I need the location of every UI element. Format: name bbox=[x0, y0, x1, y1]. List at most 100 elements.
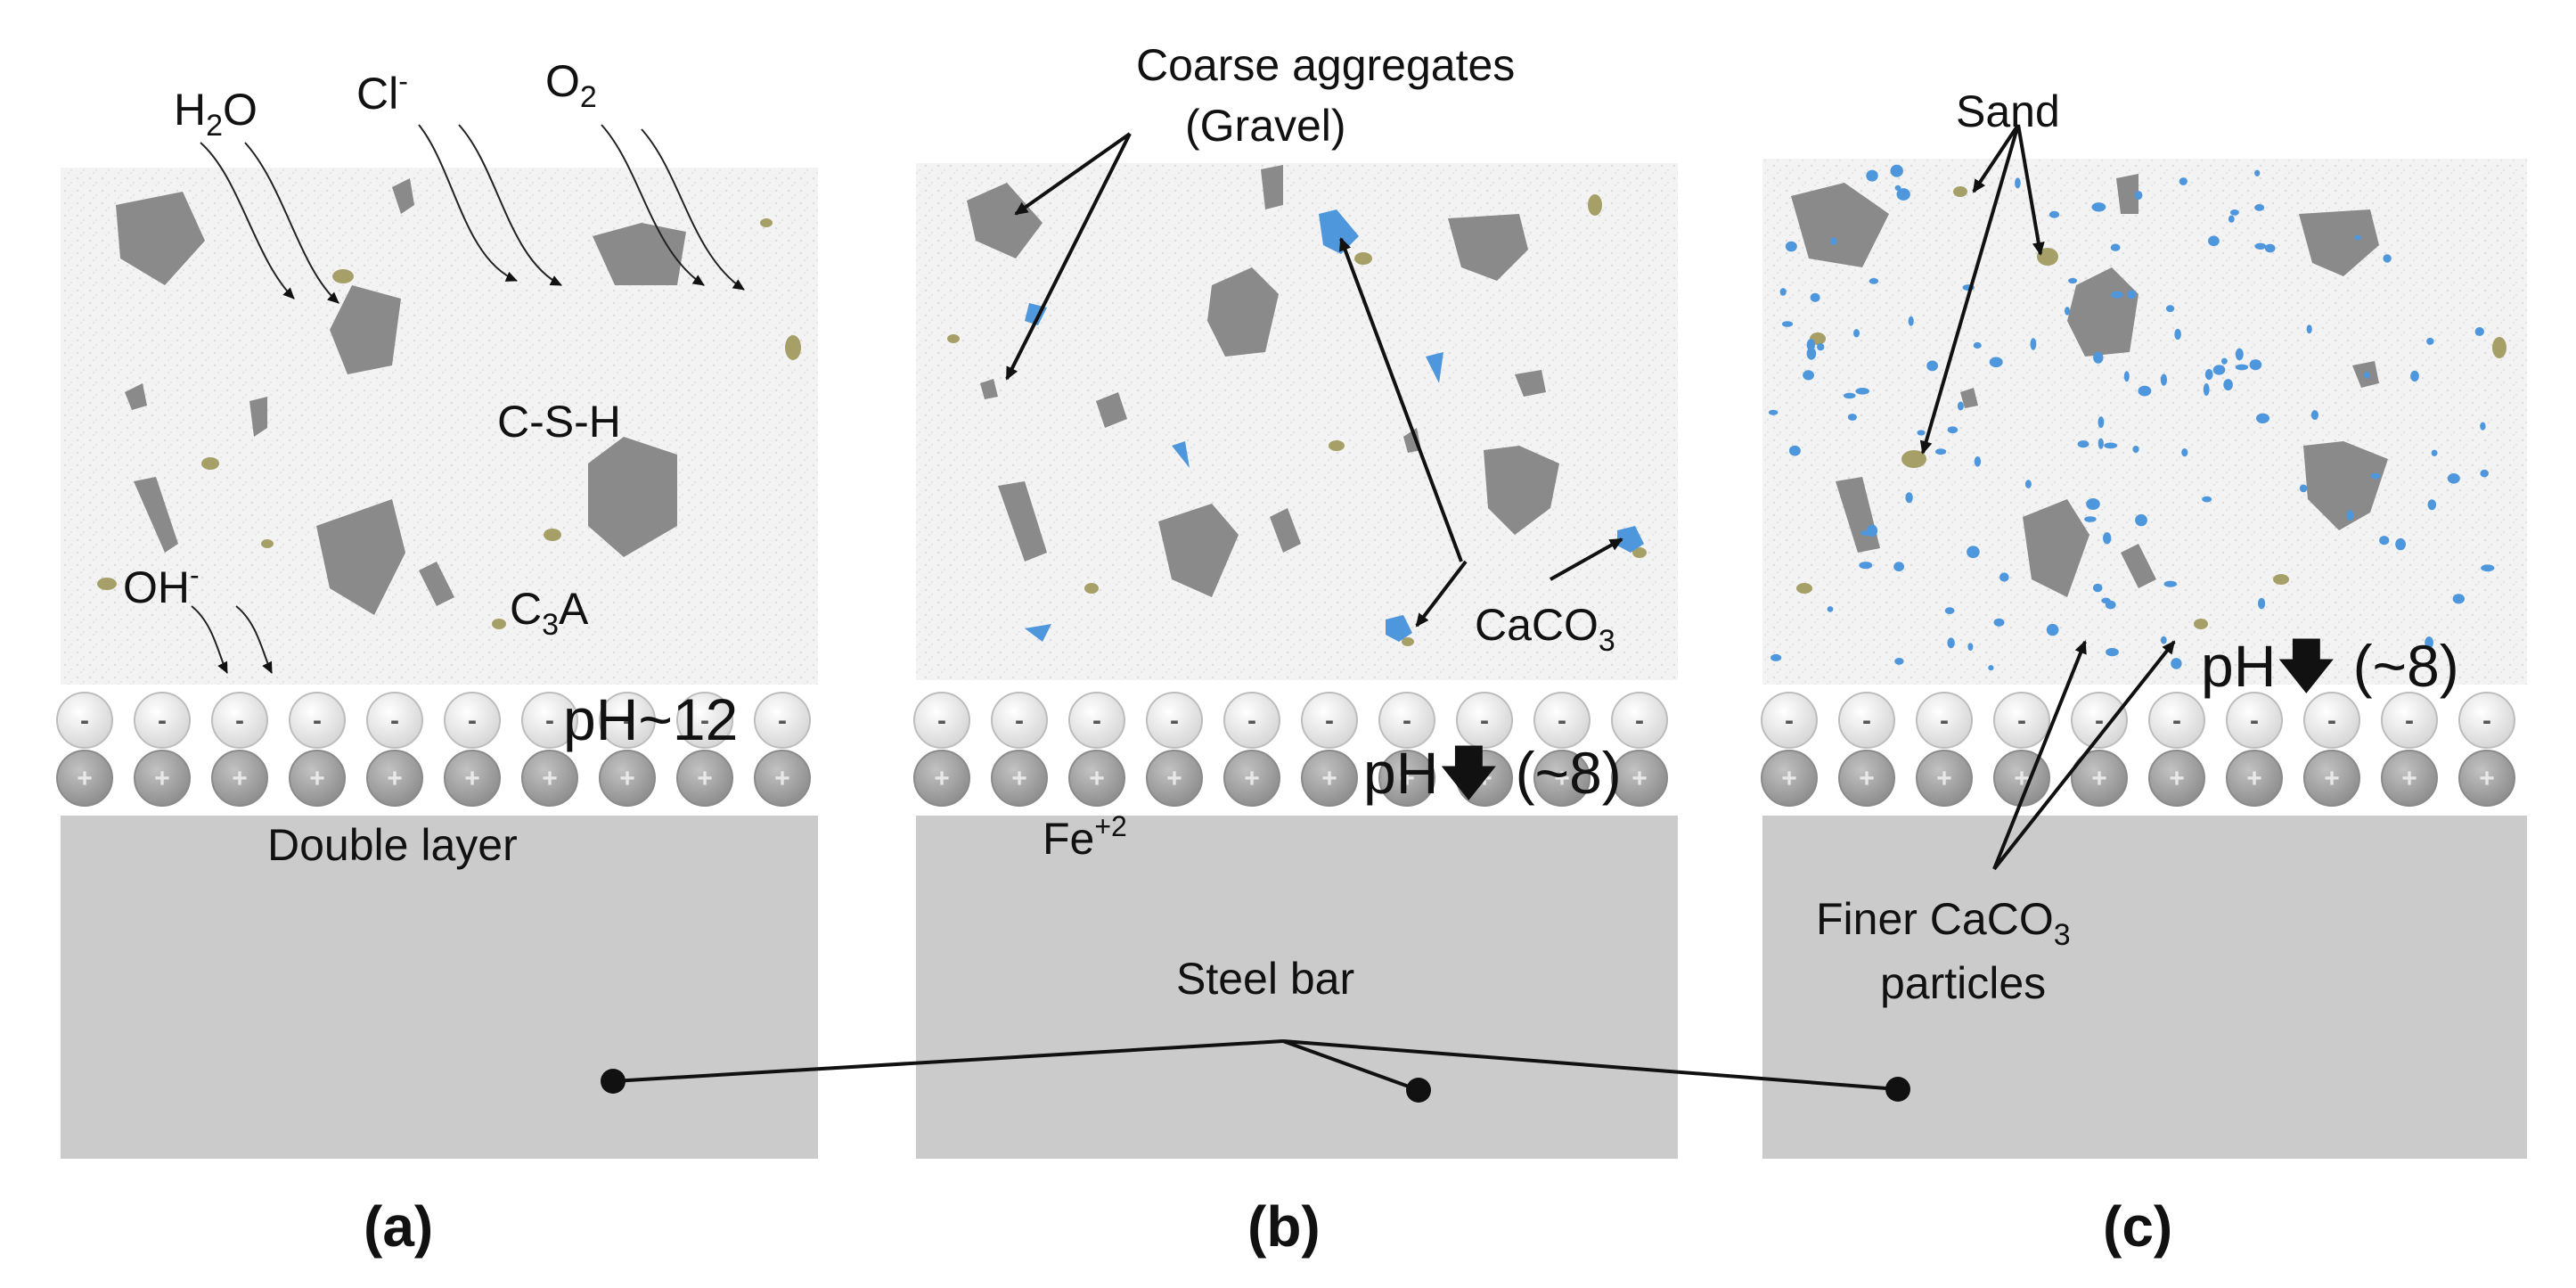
ph-drop-label: pH🡇 (~8) bbox=[1363, 740, 1622, 806]
fine-caco3-particle bbox=[2132, 446, 2139, 453]
negative-ion-sign: - bbox=[1635, 706, 1644, 735]
fine-caco3-particle bbox=[1827, 606, 1834, 612]
negative-ion bbox=[2303, 692, 2360, 749]
negative-ion-sign: - bbox=[2482, 706, 2491, 735]
gravel-particle bbox=[2023, 499, 2089, 597]
fine-caco3-particle bbox=[2228, 215, 2235, 223]
positive-ion-sign: + bbox=[2401, 764, 2417, 793]
negative-ion bbox=[1146, 692, 1203, 749]
steel-bar bbox=[916, 816, 1678, 1159]
fine-caco3-particle bbox=[2093, 351, 2104, 364]
positive-ion bbox=[991, 750, 1048, 807]
sand-grain bbox=[785, 335, 801, 360]
fine-caco3-particle bbox=[1806, 339, 1816, 351]
negative-ion-sign: - bbox=[937, 706, 946, 735]
fine-caco3-particle bbox=[1944, 607, 1955, 614]
fine-caco3-particle bbox=[1973, 341, 1982, 349]
panel-caption: (b) bbox=[1247, 1194, 1321, 1259]
pointer-dot bbox=[601, 1069, 626, 1094]
negative-ion bbox=[1223, 692, 1280, 749]
sand-grain bbox=[201, 457, 219, 470]
positive-ion-sign: + bbox=[387, 764, 403, 793]
sand-grain bbox=[261, 539, 274, 548]
ion-double-layer: ----------++++++++++ bbox=[56, 692, 811, 807]
fine-caco3-particle bbox=[1830, 237, 1837, 245]
fine-caco3-particle bbox=[2264, 243, 2276, 253]
gravel-particle bbox=[1515, 370, 1546, 397]
negative-ion bbox=[2381, 692, 2438, 749]
fine-caco3-particle bbox=[2046, 623, 2059, 636]
positive-ion bbox=[134, 750, 191, 807]
fine-caco3-particle bbox=[2212, 365, 2226, 375]
fine-caco3-particle bbox=[1803, 370, 1814, 381]
sand-label: Sand bbox=[1956, 86, 2060, 136]
fine-caco3-particle bbox=[2204, 369, 2213, 381]
positive-ion-sign: + bbox=[1166, 764, 1182, 793]
positive-ion bbox=[2303, 750, 2360, 807]
oxygen-label: O2 bbox=[545, 56, 597, 114]
panel-b: ----------++++++++++ bbox=[913, 40, 1678, 1259]
fine-caco3-particle bbox=[2254, 169, 2261, 176]
positive-ion-sign: + bbox=[934, 764, 950, 793]
fine-caco3-particle bbox=[1947, 637, 1955, 649]
gravel-particle bbox=[1096, 392, 1127, 428]
negative-ion bbox=[991, 692, 1048, 749]
gravel-particle bbox=[1484, 446, 1559, 535]
fine-caco3-particle bbox=[2123, 371, 2130, 382]
positive-ion bbox=[1916, 750, 1973, 807]
fine-caco3-particle bbox=[1894, 658, 1904, 665]
negative-ion bbox=[1838, 692, 1895, 749]
positive-ion bbox=[1838, 750, 1895, 807]
positive-ion-sign: + bbox=[542, 764, 558, 793]
fine-caco3-particle bbox=[1935, 448, 1947, 455]
fine-caco3-particle bbox=[1988, 665, 1994, 671]
negative-ion-sign: - bbox=[1325, 706, 1334, 735]
fine-caco3-particle bbox=[2258, 597, 2266, 610]
gravel-particle bbox=[998, 481, 1047, 562]
fine-caco3-particle bbox=[2174, 328, 2181, 340]
positive-ion bbox=[56, 750, 113, 807]
gravel-particle bbox=[330, 285, 401, 374]
positive-ion bbox=[599, 750, 656, 807]
steel-bar-pointers bbox=[601, 1039, 1910, 1103]
flow-arrow bbox=[458, 124, 562, 286]
steel-bar-pointer-line bbox=[1282, 1039, 1419, 1092]
fine-caco3-particle bbox=[2084, 516, 2097, 522]
negative-ion bbox=[134, 692, 191, 749]
fine-caco3-particle bbox=[2065, 307, 2070, 316]
fine-caco3-particle bbox=[1869, 278, 1879, 284]
fine-caco3-particle bbox=[1896, 188, 1910, 201]
negative-ion bbox=[289, 692, 346, 749]
fine-caco3-particle bbox=[1908, 316, 1914, 326]
positive-ion bbox=[2148, 750, 2205, 807]
fine-caco3-particle bbox=[2452, 594, 2465, 604]
positive-ion bbox=[1146, 750, 1203, 807]
particles-label: particles bbox=[1880, 958, 2046, 1008]
positive-ion bbox=[1301, 750, 1358, 807]
fine-caco3-particle bbox=[1894, 185, 1901, 191]
fine-caco3-particle bbox=[1999, 572, 2009, 582]
gravel-particle bbox=[1158, 504, 1239, 597]
diffusion-arrows bbox=[191, 124, 745, 674]
negative-ion bbox=[1378, 692, 1435, 749]
finer-caco3-dots bbox=[1768, 164, 2495, 671]
fine-caco3-particle bbox=[1957, 401, 1964, 411]
positive-ion bbox=[676, 750, 733, 807]
negative-ion-sign: - bbox=[1558, 706, 1566, 735]
fine-caco3-particle bbox=[2030, 338, 2037, 350]
negative-ion-sign: - bbox=[1170, 706, 1179, 735]
pointer-arrow bbox=[1919, 124, 2020, 455]
positive-ion-sign: + bbox=[2324, 764, 2340, 793]
flow-arrow bbox=[601, 124, 705, 286]
gravel-particle bbox=[134, 477, 178, 553]
sand-grain bbox=[2194, 619, 2208, 629]
fine-caco3-particle bbox=[1788, 445, 1801, 456]
positive-ion-sign: + bbox=[2091, 764, 2107, 793]
fine-caco3-particle bbox=[2221, 357, 2228, 365]
pointer-arrow bbox=[1415, 560, 1468, 628]
steel-bar-label: Steel bar bbox=[1176, 954, 1354, 1004]
flow-arrow bbox=[641, 128, 745, 291]
negative-ion bbox=[1761, 692, 1818, 749]
panel-caption: (c) bbox=[2103, 1194, 2172, 1259]
